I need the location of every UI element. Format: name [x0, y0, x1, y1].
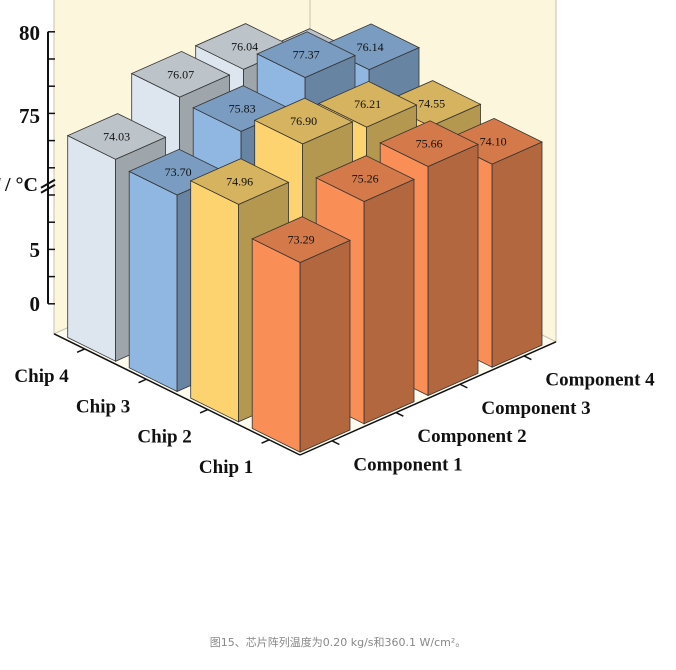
data-label: 76.07 [167, 67, 194, 81]
data-label: 75.26 [352, 172, 379, 186]
chip-label: Chip 3 [76, 396, 130, 417]
figure-caption: 图15、芯片阵列温度为0.20 kg/s和360.1 W/cm²。 [209, 636, 467, 649]
y-axis-title: T / °C [0, 174, 38, 196]
data-label: 74.55 [418, 97, 445, 111]
component-axis-line [299, 341, 557, 456]
y-tick-label: 75 [19, 104, 40, 128]
chip-label: Chip 4 [14, 366, 69, 387]
y-tick-label: 0 [30, 292, 41, 316]
data-label: 73.29 [288, 233, 315, 247]
component-label: Component 3 [481, 398, 590, 419]
data-label: 76.21 [354, 97, 381, 111]
axes-group: 0 5 75 80 T / °C Chip 1 Chip 2 Chip 3 Chip 4 Comp… [0, 21, 655, 478]
data-label: 76.90 [290, 114, 317, 128]
bar-chip1-component1: 73.29 [251, 216, 351, 453]
chip-label: Chip 1 [199, 457, 253, 478]
data-label: 75.83 [229, 102, 256, 116]
component-label: Component 1 [353, 454, 462, 475]
component-label: Component 2 [417, 426, 526, 447]
data-label: 73.70 [165, 165, 192, 179]
axis-break-mark [40, 178, 56, 194]
data-label: 76.14 [357, 40, 384, 54]
data-label: 74.96 [226, 175, 253, 189]
data-label: 74.03 [103, 129, 130, 143]
y-tick-label: 5 [30, 238, 41, 262]
component-label: Component 4 [545, 370, 655, 391]
chip-label: Chip 2 [137, 427, 191, 448]
data-label: 76.04 [231, 40, 258, 54]
data-label: 75.66 [416, 137, 443, 151]
data-label: 77.37 [293, 48, 320, 62]
bars-group: 74.03 76.14 76.04 74.55 77.37 76.07 74.10 76.21… [66, 23, 543, 453]
y-tick-label: 80 [19, 21, 40, 45]
chip-axis-line [53, 333, 301, 456]
data-label: 74.10 [480, 134, 507, 148]
